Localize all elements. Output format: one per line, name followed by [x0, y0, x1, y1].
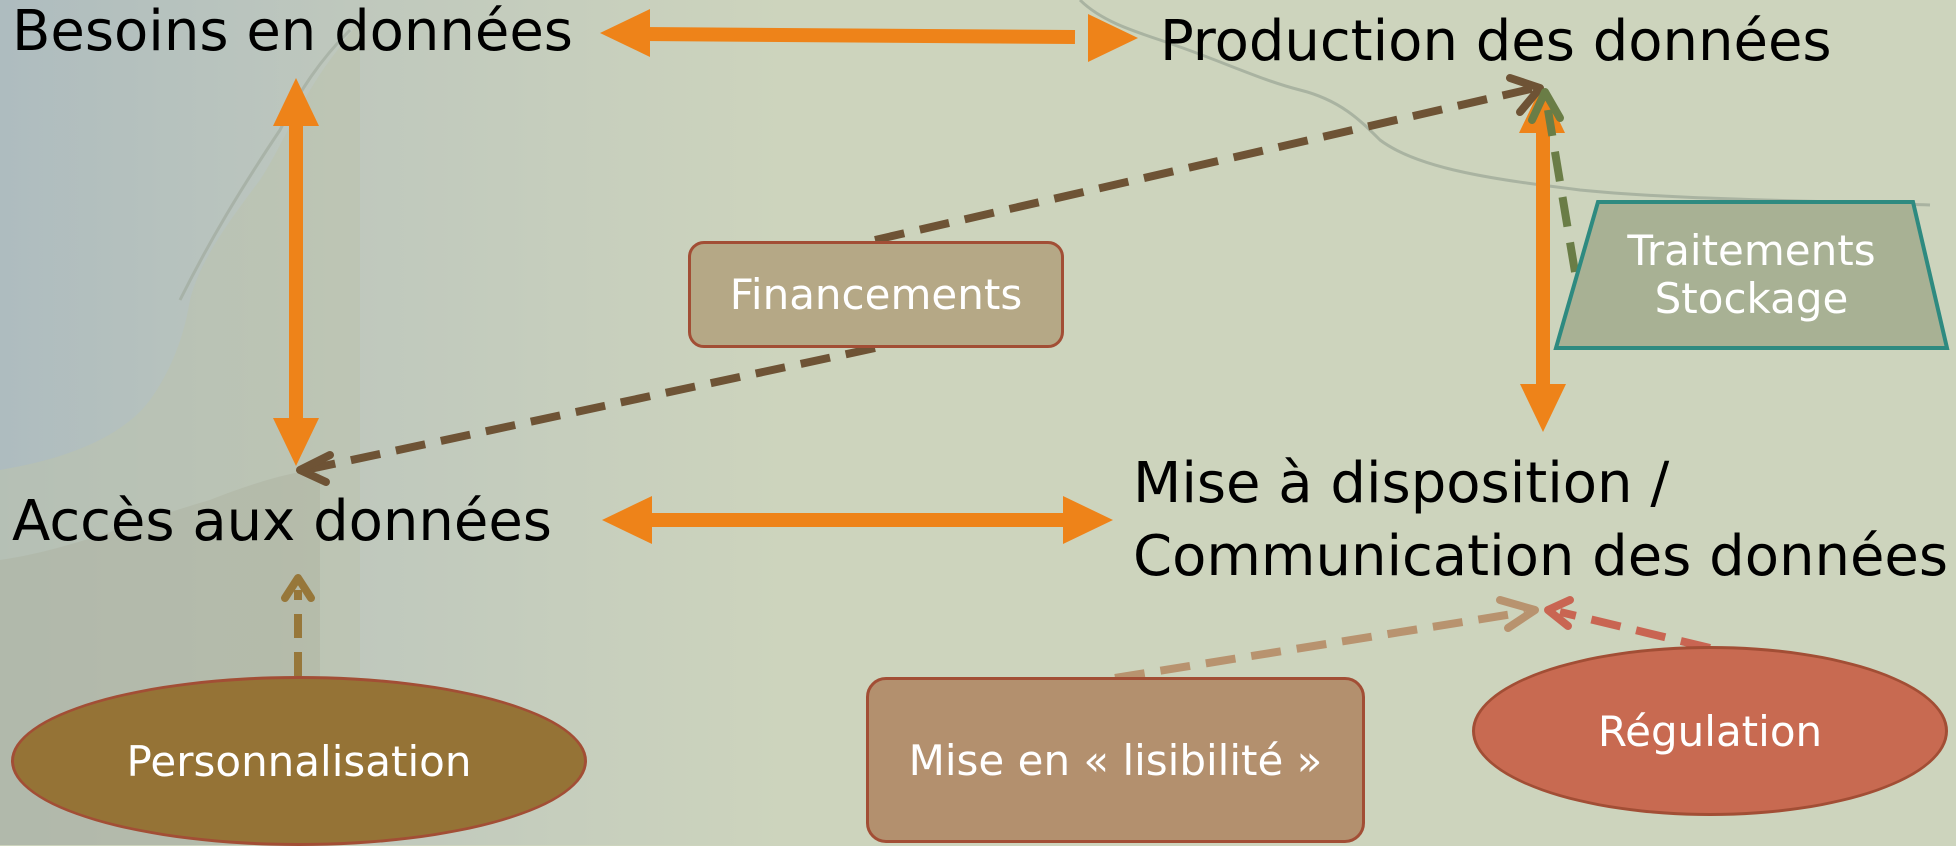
node-acces: Accès aux données	[12, 489, 552, 554]
arrow-financements-acces	[296, 344, 876, 486]
traitements-box: Traitements Stockage	[1556, 202, 1947, 348]
financements-box: Financements	[688, 241, 1064, 348]
arrow-lisibilite-mise-dispo	[1114, 596, 1539, 682]
arrow-personnalisation-acces	[281, 574, 315, 676]
regulation-ellipse: Régulation	[1472, 646, 1948, 816]
arrow-regulation-mise-dispo	[1544, 596, 1711, 652]
personnalisation-ellipse: Personnalisation	[11, 676, 587, 846]
arrow-financements-production	[874, 74, 1544, 244]
traitements-shape	[1553, 200, 1950, 350]
node-besoins: Besoins en données	[12, 0, 573, 64]
financements-label: Financements	[729, 270, 1023, 319]
node-mise-a-disposition-line1: Mise à disposition /	[1133, 451, 1670, 516]
node-mise-a-disposition: Mise à disposition / Communication des d…	[1133, 448, 1948, 594]
node-production: Production des données	[1160, 9, 1832, 74]
lisibilite-box: Mise en « lisibilité »	[866, 677, 1365, 843]
arrow-besoins-production	[600, 9, 1138, 62]
lisibilite-label: Mise en « lisibilité »	[908, 735, 1323, 785]
regulation-label: Régulation	[1597, 706, 1823, 756]
arrow-traitements-production	[1528, 88, 1579, 273]
stockage-label: Stockage	[1654, 274, 1849, 323]
node-mise-a-disposition-line2: Communication des données	[1133, 523, 1949, 589]
traitements-label: Traitements	[1627, 225, 1876, 275]
personnalisation-label: Personnalisation	[126, 736, 472, 786]
arrow-acces-mise-dispo	[602, 496, 1113, 544]
arrow-besoins-acces	[273, 78, 319, 466]
